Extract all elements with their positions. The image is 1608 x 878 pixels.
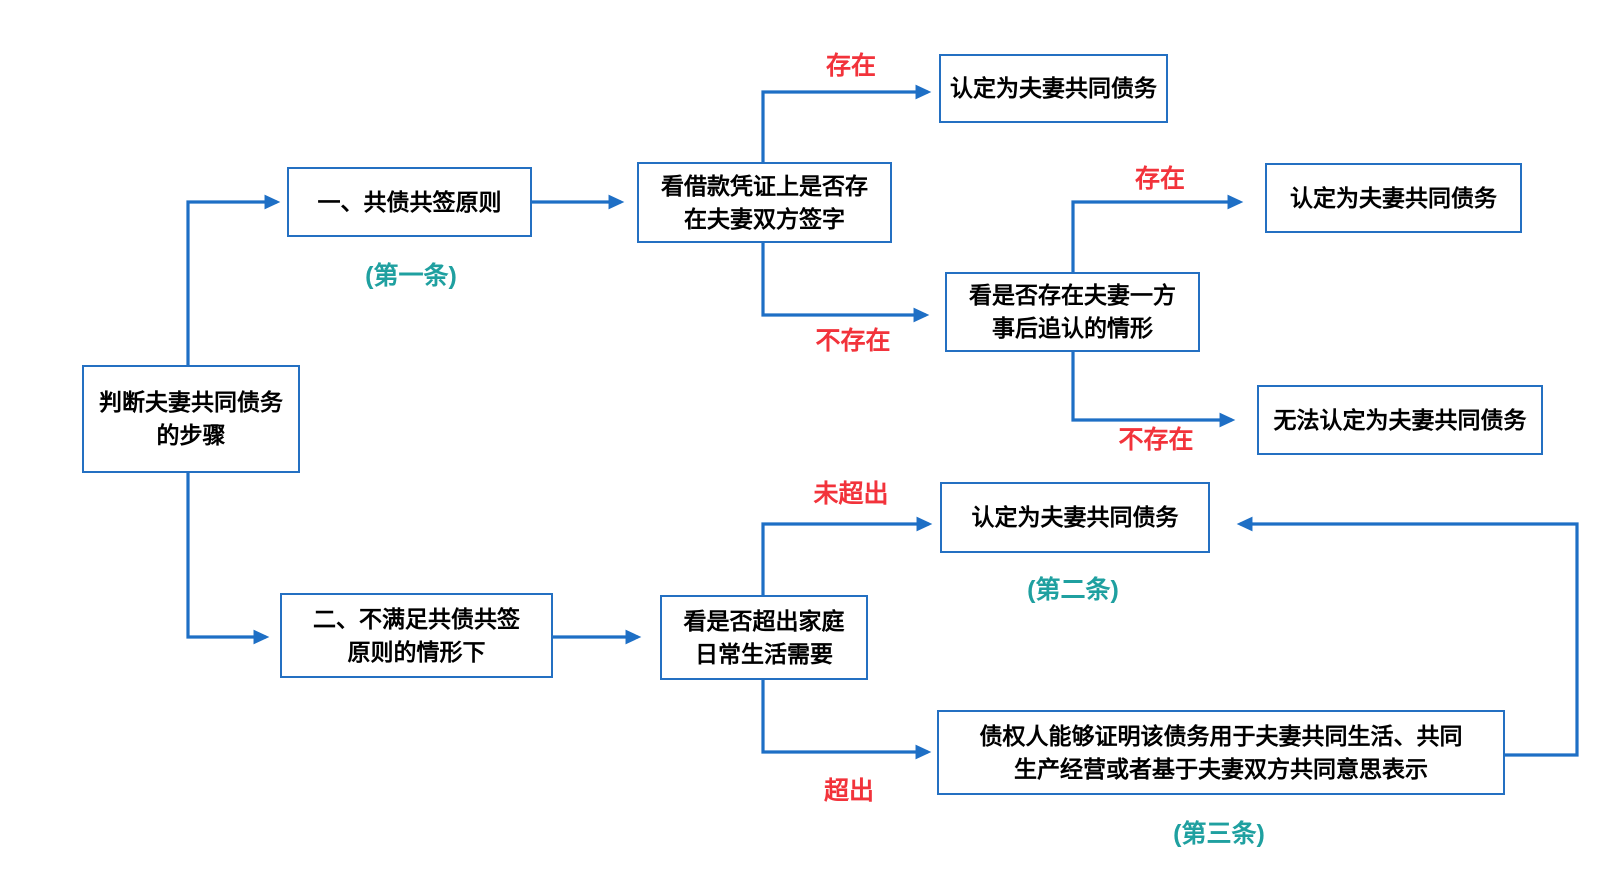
principle2-text-line1: 二、不满足共债共签 xyxy=(313,605,520,632)
check-ratification-node: 看是否存在夫妻一方 事后追认的情形 xyxy=(945,272,1200,352)
outcome-joint-debt-1-text: 认定为夫妻共同债务 xyxy=(950,75,1157,102)
creditor-proof-node: 债权人能够证明该债务用于夫妻共同生活、共同 生产经营或者基于夫妻双方共同意思表示 xyxy=(937,710,1505,795)
edge-label-exceeded: 超出 xyxy=(823,777,875,805)
edge-not-exceeded-to-joint-debt xyxy=(761,516,933,595)
check-signature-text-line2: 在夫妻双方签字 xyxy=(684,205,845,232)
edge-label-exists-1: 存在 xyxy=(825,52,877,80)
start-node-text-line1: 判断夫妻共同债务 xyxy=(99,389,283,416)
start-node: 判断夫妻共同债务 的步骤 xyxy=(82,365,300,473)
edge-label-exists-2: 存在 xyxy=(1134,165,1186,193)
edge-exceeded-to-creditor-proof xyxy=(761,680,932,760)
article-label-3: (第三条) xyxy=(1173,820,1265,848)
start-node-text-line2: 的步骤 xyxy=(156,422,226,448)
principle1-node-text: 一、共债共签原则 xyxy=(317,188,502,215)
creditor-proof-text-line2: 生产经营或者基于夫妻双方共同意思表示 xyxy=(1014,755,1428,782)
check-household-text-line1: 看是否超出家庭 xyxy=(683,607,845,634)
edge-signature-exists-to-joint-debt xyxy=(761,84,932,162)
principle2-node: 二、不满足共债共签 原则的情形下 xyxy=(280,593,553,678)
principle1-node: 一、共债共签原则 xyxy=(287,167,532,237)
outcome-not-joint-debt-node: 无法认定为夫妻共同债务 xyxy=(1257,385,1543,455)
check-ratification-text-line2: 事后追认的情形 xyxy=(992,315,1153,341)
check-signature-node: 看借款凭证上是否存 在夫妻双方签字 xyxy=(637,162,892,243)
edge-label-not-exists-1: 不存在 xyxy=(815,327,891,355)
creditor-proof-text-line1: 债权人能够证明该债务用于夫妻共同生活、共同 xyxy=(979,722,1463,749)
edge-label-not-exceeded: 未超出 xyxy=(813,480,889,508)
edge-ratification-exists-to-joint-debt xyxy=(1071,194,1244,272)
outcome-joint-debt-node-3: 认定为夫妻共同债务 xyxy=(940,482,1210,553)
check-household-needs-node: 看是否超出家庭 日常生活需要 xyxy=(660,595,868,680)
outcome-joint-debt-node-2: 认定为夫妻共同债务 xyxy=(1265,163,1522,233)
check-ratification-text-line1: 看是否存在夫妻一方 xyxy=(969,282,1176,309)
outcome-joint-debt-2-text: 认定为夫妻共同债务 xyxy=(1290,184,1497,211)
outcome-joint-debt-node-1: 认定为夫妻共同债务 xyxy=(939,54,1168,123)
edge-signature-missing-to-ratification xyxy=(761,243,930,323)
edge-ratification-missing-to-not-joint-debt xyxy=(1071,352,1236,428)
outcome-joint-debt-3-text: 认定为夫妻共同债务 xyxy=(971,504,1179,531)
edge-creditor-proof-to-joint-debt-feedback xyxy=(1236,516,1579,757)
edge-label-not-exists-2: 不存在 xyxy=(1118,426,1194,454)
check-household-text-line2: 日常生活需要 xyxy=(695,640,833,667)
check-signature-text-line1: 看借款凭证上是否存 xyxy=(661,172,868,199)
edge-start-to-principle1 xyxy=(186,194,281,365)
article-label-2: (第二条) xyxy=(1027,576,1119,604)
edge-start-to-principle2 xyxy=(186,473,270,645)
principle2-text-line2: 原则的情形下 xyxy=(347,638,486,665)
article-label-1: (第一条) xyxy=(365,262,457,290)
outcome-not-joint-debt-text: 无法认定为夫妻共同债务 xyxy=(1273,406,1527,433)
